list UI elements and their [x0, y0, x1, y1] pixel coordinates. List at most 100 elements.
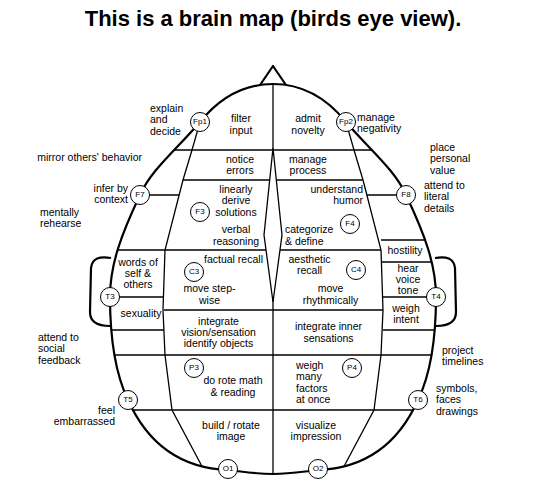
electrode-site: Fp2 [336, 112, 356, 132]
electrode-label: T5 [123, 396, 132, 404]
divider-line [0, 249, 381, 250]
region-text: hostility [387, 245, 422, 256]
electrode-label: Fp2 [339, 118, 353, 126]
annotation-label: explain and decide [150, 103, 195, 137]
region-text: do rote math & reading [202, 375, 264, 398]
electrode-site: T4 [426, 287, 446, 307]
electrode-label: C4 [351, 266, 361, 274]
electrode-label: T4 [431, 293, 440, 301]
brain-region: weigh many factors at onceP4 [276, 356, 380, 409]
region-text: manage process [286, 154, 331, 177]
electrode-label: Fp1 [193, 118, 207, 126]
electrode-site: C3 [184, 262, 204, 282]
region-text: linearly derive solutions [211, 184, 261, 218]
annotation-label: mirror others' behavior [30, 152, 142, 163]
midline [272, 80, 273, 150]
central-fissure [264, 148, 282, 302]
region-text: admit novelty [286, 113, 331, 136]
region-text: notice errors [220, 154, 260, 177]
electrode-label: F3 [195, 208, 204, 216]
electrode-site: F8 [396, 185, 416, 205]
brain-region: hear voice tone [385, 263, 431, 296]
electrode-site: P4 [342, 358, 362, 378]
electrode-site: C4 [346, 260, 366, 280]
electrode-site: O2 [308, 459, 328, 479]
brain-region: build / rotate image [190, 411, 272, 451]
region-text: categorize & define [285, 224, 340, 247]
region-text: identify objects [184, 338, 253, 349]
brain-region: notice errors [212, 151, 268, 179]
annotation-label: attend to literal details [424, 180, 472, 214]
electrode-label: T3 [105, 293, 114, 301]
head-outline [110, 84, 436, 474]
midline [272, 300, 273, 480]
electrode-label: T6 [413, 396, 422, 404]
annotation-label: project timelines [442, 345, 497, 368]
brain-region: words of self & others [112, 251, 164, 296]
brain-region: weigh intent [384, 299, 428, 329]
electrode-site: T6 [408, 390, 428, 410]
annotation-label: symbols, faces drawings [436, 383, 491, 417]
divider-line [367, 194, 546, 195]
electrode-label: C3 [189, 268, 199, 276]
brain-region: hostility [382, 241, 428, 261]
electrode-site: P3 [184, 358, 204, 378]
annotation-label: mentally rehearse [40, 207, 100, 230]
brain-region: understand humor categorize & define F4 [281, 181, 365, 249]
annotation-label: attend to social feedback [38, 332, 93, 366]
region-text: sexuality [121, 308, 162, 319]
electrode-site: T5 [118, 390, 138, 410]
brain-region: filter input [212, 100, 270, 149]
region-text: build / rotate image [200, 420, 262, 443]
electrode-label: P3 [189, 364, 199, 372]
region-text: visualize impression [289, 420, 344, 443]
brain-region: visualize impression [275, 411, 357, 451]
divider-line [0, 194, 179, 195]
region-text: hear voice tone [391, 263, 426, 297]
electrode-label: O1 [223, 465, 234, 473]
divider-line [0, 329, 164, 330]
brain-region: manage process [278, 151, 338, 179]
brain-region: linearly derive solutions verbal reasonin… [183, 181, 267, 249]
electrode-site: F3 [190, 202, 210, 222]
region-dividers [0, 80, 546, 480]
inner-boundary [163, 122, 205, 472]
divider-line [381, 239, 546, 240]
divider-line [0, 296, 164, 297]
region-text: move rhythmically [296, 283, 366, 306]
region-text: aesthetic recall [282, 254, 337, 277]
brain-region: sexuality [118, 299, 164, 329]
electrode-label: P4 [347, 364, 357, 372]
region-text: integrate inner sensations [289, 321, 369, 344]
region-text: understand humor [303, 184, 363, 207]
region-text: words of self & others [116, 257, 161, 291]
electrode-label: F7 [135, 191, 144, 199]
electrode-site: F4 [340, 214, 360, 234]
brain-region: factual recall move step-wise C3 [166, 251, 271, 309]
electrode-label: O2 [313, 465, 324, 473]
electrode-site: T3 [100, 287, 120, 307]
region-text: move step-wise [182, 283, 237, 306]
region-text: weigh intent [389, 303, 424, 326]
brain-region: integrate vision/sensationidentify objec… [166, 311, 271, 354]
brain-region: integrate inner sensations [276, 311, 381, 354]
electrode-label: F4 [345, 220, 354, 228]
electrode-site: F7 [130, 185, 150, 205]
divider-line [383, 329, 546, 330]
electrode-label: F8 [401, 191, 410, 199]
electrode-site: Fp1 [190, 112, 210, 132]
region-text: integrate vision/sensation [174, 316, 264, 339]
annotation-label: feel embarrassed [43, 405, 115, 428]
annotation-label: infer by context [68, 183, 128, 206]
electrode-site: O1 [218, 459, 238, 479]
region-text: verbal reasoning [209, 224, 264, 247]
brain-region: admit novelty [277, 100, 339, 149]
region-text: filter input [221, 113, 261, 136]
brain-region: aesthetic recall move rhythmically C4 [276, 251, 381, 309]
divider-line [383, 296, 546, 297]
title: This is a brain map (birds eye view). [0, 6, 546, 31]
brain-region: do rote math & readingP3 [168, 356, 272, 409]
region-text: factual recall [204, 254, 263, 265]
